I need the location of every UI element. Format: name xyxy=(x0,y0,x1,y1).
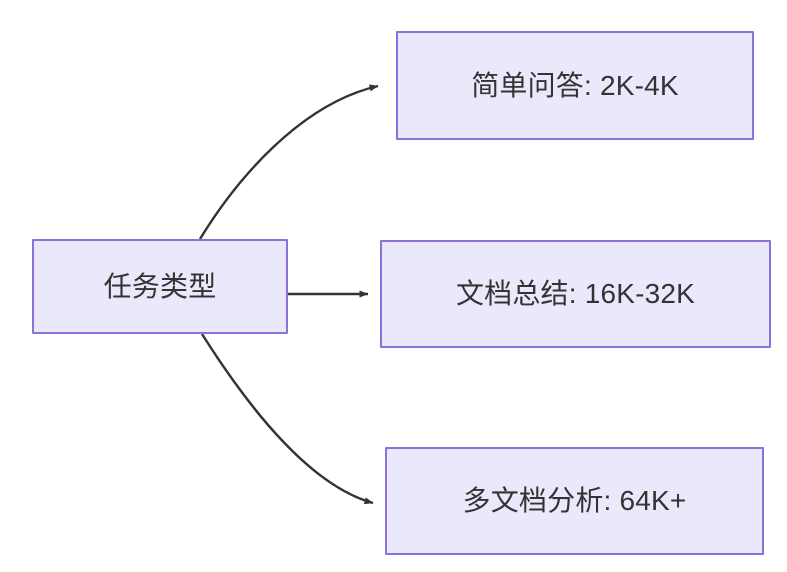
node-label: 简单问答: 2K-4K xyxy=(471,69,679,101)
node-multi-doc-analysis[interactable]: 多文档分析: 64K+ xyxy=(385,447,764,555)
node-label: 多文档分析: 64K+ xyxy=(462,485,687,517)
node-doc-summary[interactable]: 文档总结: 16K-32K xyxy=(380,240,771,348)
node-task-type[interactable]: 任务类型 xyxy=(32,239,288,334)
edge-root-simple-qa xyxy=(198,84,379,240)
node-label: 文档总结: 16K-32K xyxy=(455,278,696,310)
edge-root-multi-doc xyxy=(200,333,374,505)
node-label: 任务类型 xyxy=(103,270,217,302)
node-simple-qa[interactable]: 简单问答: 2K-4K xyxy=(396,31,754,140)
